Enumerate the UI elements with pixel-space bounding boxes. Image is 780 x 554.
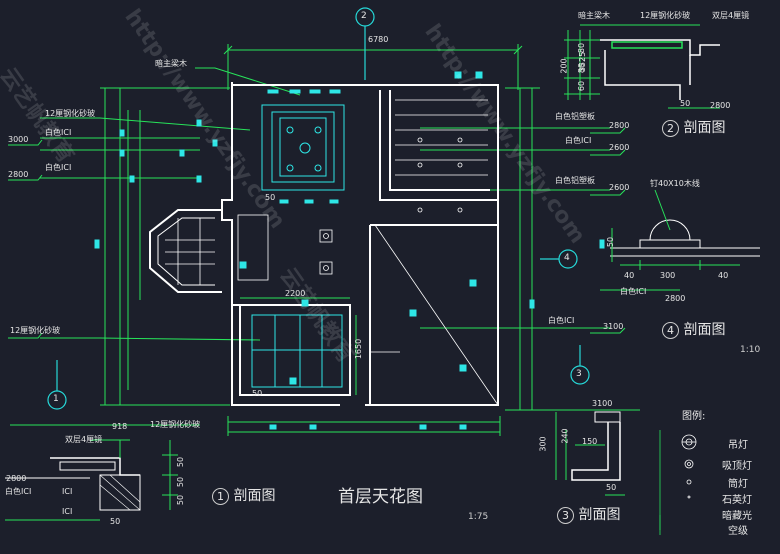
label-glass-2: 12厘钢化砂玻	[10, 326, 61, 335]
s1-label-mirror: 双层4厘镜	[65, 435, 103, 444]
section-4-detail	[600, 189, 760, 291]
drawing-scale: 1:75	[468, 512, 489, 522]
s2-v-80b: 80	[577, 62, 587, 74]
s1-dim-918: 918	[112, 422, 128, 431]
s2-h-50: 50	[680, 99, 691, 108]
bay-window-hatch	[165, 214, 269, 285]
s4-number: 4	[662, 322, 679, 339]
s2-title-text: 剖面图	[683, 120, 726, 136]
axis-mark-3: 3	[576, 369, 582, 379]
label-aluminum-1: 白色铝塑板	[555, 112, 595, 121]
drawing-title: 首层天花图	[338, 487, 423, 507]
s4-width-40a: 40	[624, 271, 635, 280]
glass-panel-grid	[251, 314, 343, 388]
s1-label-ici-3: ICI	[62, 507, 73, 516]
legend-symbols	[659, 430, 697, 535]
s1-width-50: 50	[110, 517, 121, 526]
s1-title-text: 剖面图	[233, 488, 276, 504]
label-ici-4: 白色ICI	[548, 316, 575, 325]
s4-title: 4 剖面图	[662, 322, 725, 339]
s4-title-text: 剖面图	[683, 322, 726, 338]
right-height-1: 2800	[609, 121, 630, 130]
axis-markers	[47, 7, 590, 410]
label-glass-1: 12厘钢化砂玻	[45, 109, 96, 118]
width-dimension: 2200	[285, 289, 306, 298]
dimension-lines	[8, 44, 626, 436]
s2-label-mirror: 双层4厘镜	[712, 11, 750, 20]
section-3-detail	[530, 409, 640, 496]
s1-v-50c: 50	[176, 494, 186, 506]
s1-label-ici-2: ICI	[62, 487, 73, 496]
s2-height: 2800	[710, 101, 731, 110]
s2-v-80a: 80	[577, 42, 587, 54]
fixture-markers	[94, 71, 605, 430]
right-room-ceiling-slats	[370, 99, 499, 406]
s4-label-ici: 白色ICI	[620, 287, 647, 296]
label-aluminum-2: 白色铝塑板	[555, 176, 595, 185]
s1-v-50b: 50	[176, 476, 186, 488]
s3-dim-50: 50	[606, 483, 617, 492]
left-height-1: 3000	[8, 135, 29, 144]
label-beam: 暗主梁木	[155, 59, 187, 68]
top-dimension: 6780	[368, 35, 389, 44]
dim-50-a: 50	[265, 193, 276, 202]
s4-width-300: 300	[660, 271, 676, 280]
label-ici-3: 白色ICI	[565, 136, 592, 145]
s2-number: 2	[662, 120, 679, 137]
s4-label-trim: 钉40X10木线	[650, 179, 700, 188]
s3-number: 3	[557, 507, 574, 524]
s1-label-glass: 12厘钢化砂玻	[150, 420, 201, 429]
height-dimension: 1650	[354, 338, 364, 360]
ceiling-light-box	[261, 104, 345, 191]
s2-v-200: 200	[559, 58, 569, 74]
axis-mark-1: 1	[53, 394, 59, 404]
plan-walls	[149, 82, 499, 406]
downlight-symbols	[319, 137, 463, 275]
legend-pendant: 吊灯	[728, 440, 748, 451]
s1-v-50a: 50	[176, 456, 186, 468]
section-2-detail	[564, 24, 720, 109]
legend-heading: 图例:	[682, 411, 706, 422]
axis-mark-2: 2	[361, 11, 367, 21]
s2-label-beam: 暗主梁木	[578, 11, 610, 20]
s1-label-ici: 白色ICI	[5, 487, 32, 496]
s3-dim-300: 300	[538, 436, 548, 452]
legend-hidden-light: 暗藏光	[722, 511, 752, 522]
right-height-2: 2600	[609, 143, 630, 152]
s3-title-text: 剖面图	[578, 507, 621, 523]
legend-ceiling-light: 吸顶灯	[722, 461, 752, 472]
s4-scale: 1:10	[740, 345, 761, 355]
section-1-detail	[5, 424, 200, 521]
s3-dim-240: 240	[560, 428, 570, 444]
label-ici-1: 白色ICI	[45, 128, 72, 137]
left-height-2: 2800	[8, 170, 29, 179]
legend-quartz: 石英灯	[722, 495, 752, 506]
s4-v-50: 50	[606, 236, 616, 248]
s1-title: 1 剖面图	[212, 488, 275, 505]
s3-title: 3 剖面图	[557, 507, 620, 524]
s2-title: 2 剖面图	[662, 120, 725, 137]
right-height-4: 3100	[603, 322, 624, 331]
s4-height: 2800	[665, 294, 686, 303]
label-ici-2: 白色ICI	[45, 163, 72, 172]
section-2-profile	[600, 39, 720, 100]
right-height-3: 2600	[609, 183, 630, 192]
axis-mark-4: 4	[564, 253, 570, 263]
s4-width-40b: 40	[718, 271, 729, 280]
legend-downlight: 筒灯	[728, 479, 748, 490]
s3-dim-3100: 3100	[592, 399, 613, 408]
s2-v-60: 60	[577, 80, 587, 92]
s3-dim-150: 150	[582, 437, 598, 446]
s2-label-glass: 12厘钢化砂玻	[640, 11, 691, 20]
s1-number: 1	[212, 488, 229, 505]
s1-height: 2800	[6, 474, 27, 483]
legend-empty-level: 空级	[728, 526, 748, 537]
dim-50-b: 50	[252, 389, 263, 398]
